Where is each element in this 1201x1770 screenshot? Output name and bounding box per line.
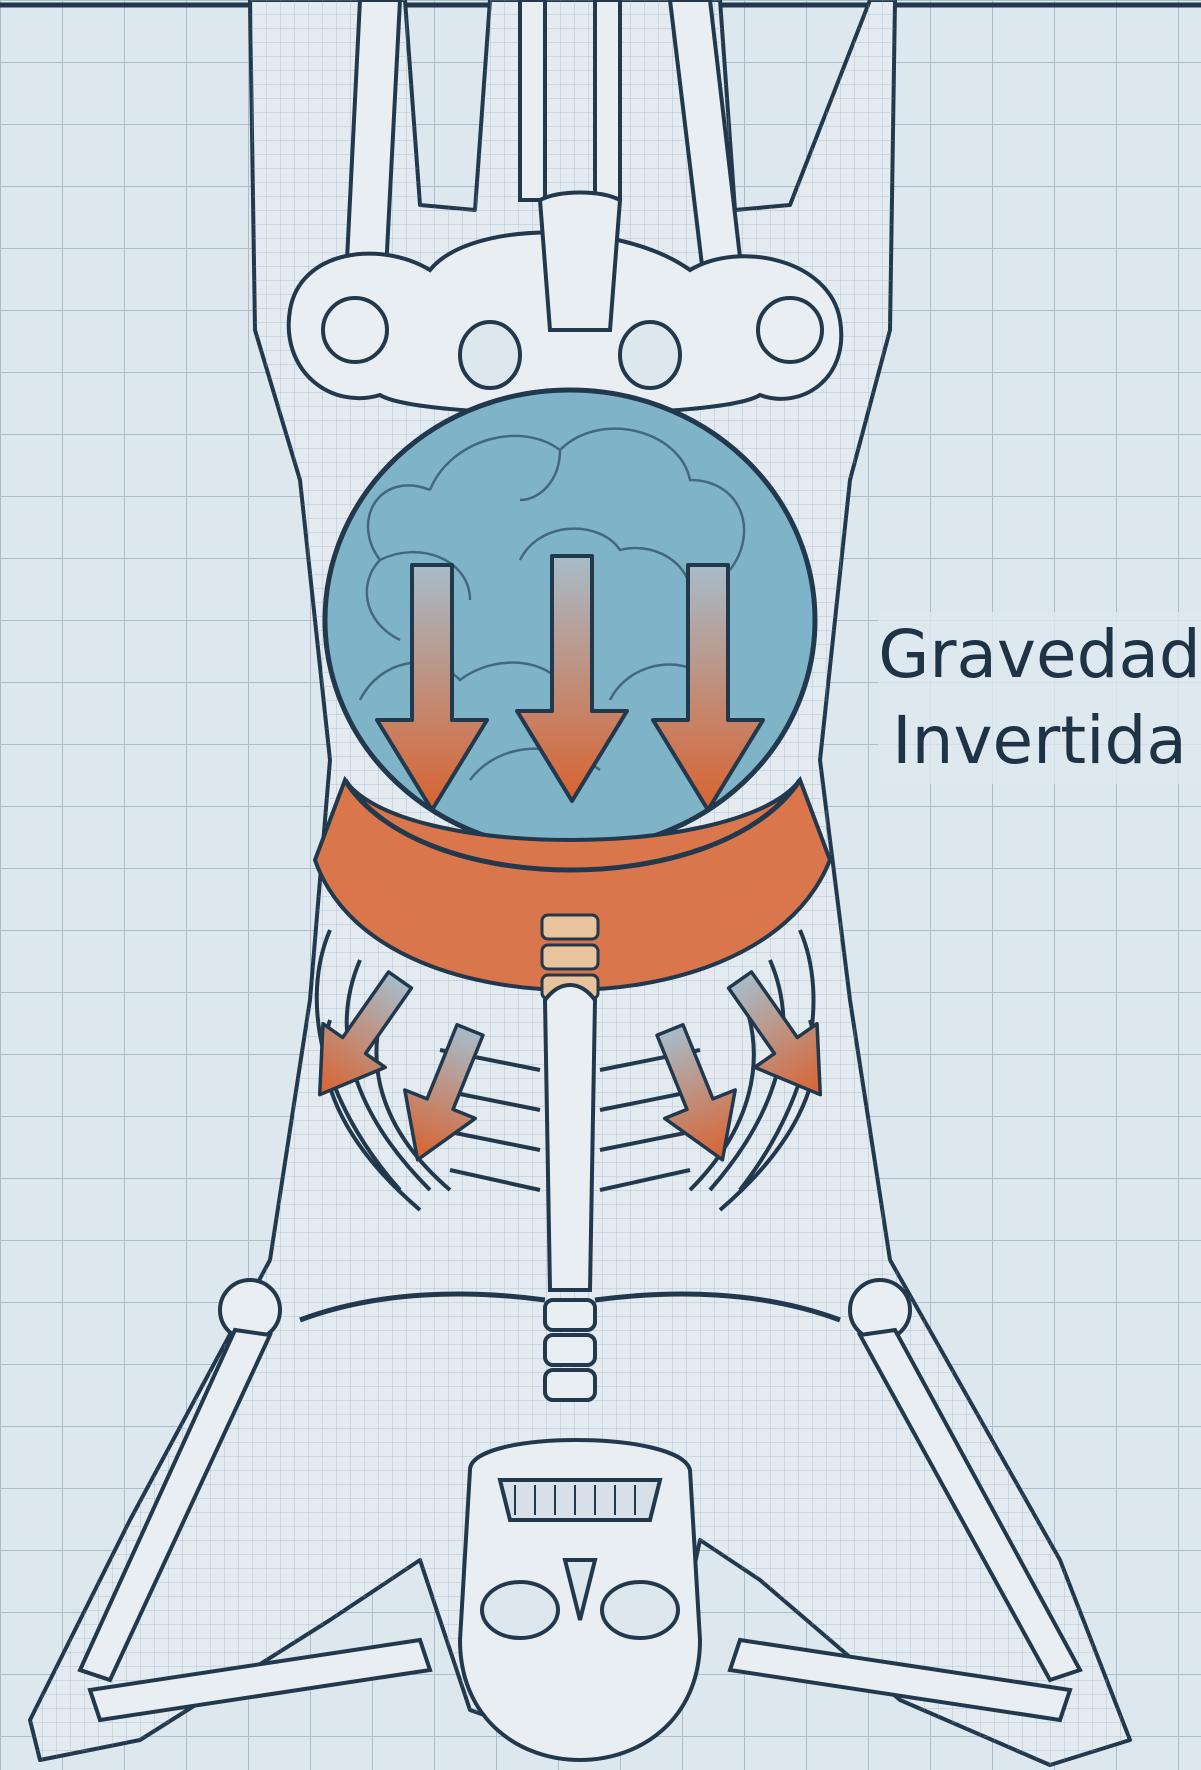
skull: [460, 1440, 700, 1760]
spine: [545, 985, 595, 1400]
gravity-label: Gravedad Invertida: [878, 612, 1201, 784]
large-gravity-arrows: [377, 556, 763, 810]
gravity-label-line-1: Gravedad: [878, 612, 1201, 698]
gravity-label-line-2: Invertida: [878, 698, 1201, 784]
